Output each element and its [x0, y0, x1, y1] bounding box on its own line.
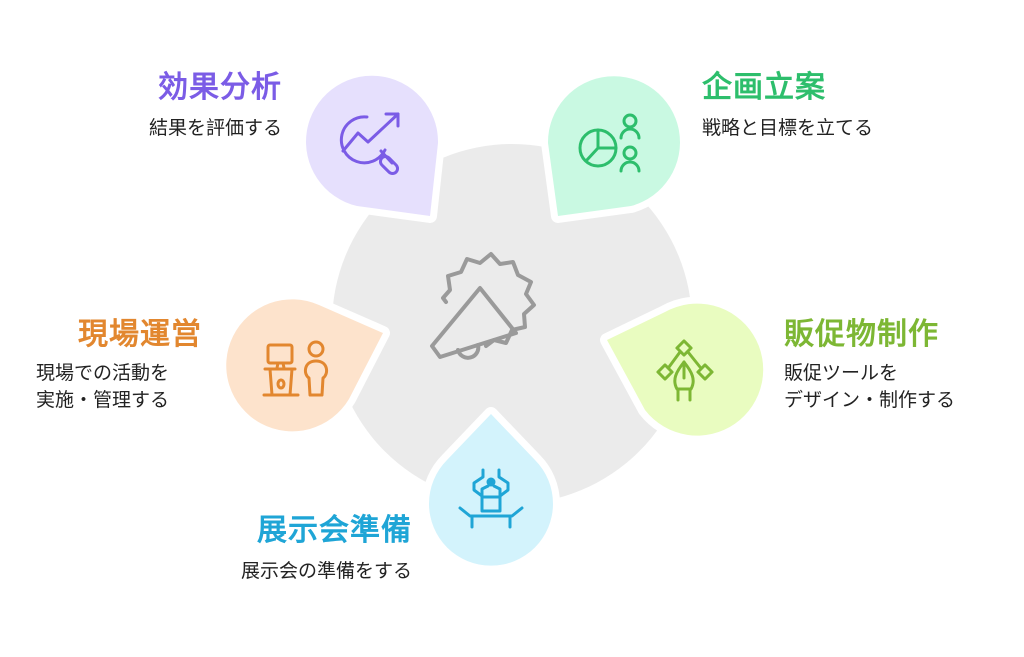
item-title: 現場運営	[78, 317, 202, 352]
pie-chart-people-icon	[578, 113, 641, 173]
item-description: 実施・管理する	[36, 389, 170, 411]
item-description: 展示会の準備をする	[240, 560, 412, 582]
item-description: 戦略と目標を立てる	[702, 117, 874, 139]
item-description: 結果を評価する	[148, 117, 282, 139]
item-effect-analysis: 効果分析 結果を評価する	[70, 70, 282, 142]
item-exhibition-prep: 展示会準備 展示会の準備をする	[160, 513, 412, 585]
exhibition-booth-icon	[458, 468, 524, 529]
kiosk-person-icon	[262, 340, 329, 397]
item-title: 効果分析	[158, 70, 282, 105]
item-title: 展示会準備	[257, 513, 412, 548]
item-description: 現場での活動を	[36, 362, 170, 384]
center-hub	[332, 144, 692, 504]
petal-onsite-operation[interactable]	[219, 292, 390, 439]
item-description: デザイン・制作する	[784, 389, 956, 411]
petal-effect-analysis[interactable]	[299, 68, 446, 223]
chart-magnifier-icon	[339, 112, 400, 176]
petal-exhibition-prep[interactable]	[422, 407, 560, 573]
item-onsite-operation: 現場運営 現場での活動を 実施・管理する	[36, 317, 236, 414]
pen-tool-icon	[656, 339, 714, 402]
item-description: 販促ツールを	[784, 362, 899, 384]
item-promo-production: 販促物制作 販促ツールを デザイン・制作する	[784, 317, 1014, 414]
item-title: 企画立案	[702, 70, 826, 105]
megaphone-badge-icon	[430, 252, 536, 360]
item-title: 販促物制作	[784, 317, 939, 352]
petal-promo-production[interactable]	[600, 296, 771, 443]
item-planning: 企画立案 戦略と目標を立てる	[702, 70, 942, 142]
petal-planning[interactable]	[540, 69, 687, 223]
